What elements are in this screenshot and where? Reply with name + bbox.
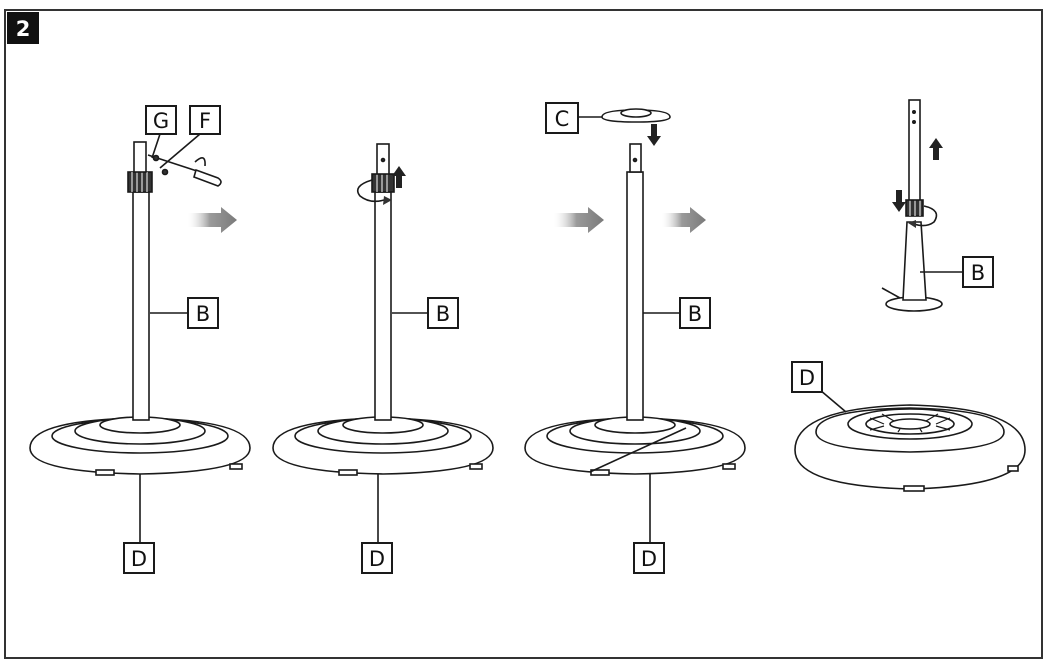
svg-text:B: B [971,261,985,285]
stand-2-leaders [377,312,428,543]
svg-text:B: B [436,302,450,326]
label-f: F [189,105,221,135]
svg-text:G: G [153,109,169,133]
svg-text:D: D [641,547,657,571]
label-d-3: D [633,542,665,574]
svg-text:D: D [799,366,815,390]
svg-text:D: D [131,547,147,571]
label-d-2: D [361,542,393,574]
label-g: G [145,105,177,135]
svg-text:B: B [196,302,210,326]
up-arrow-2 [392,166,406,188]
label-d-detail: D [791,361,823,393]
label-b-3: B [679,297,711,329]
step-arrow-1 [188,207,237,233]
label-c: C [545,102,579,134]
base-detail [794,404,1026,492]
step-badge: 2 [7,12,39,44]
down-arrow-detail [892,190,906,212]
base-detail-leader [819,389,847,413]
stand-3-pole [626,171,644,421]
figure-frame [4,9,1043,659]
up-arrow-detail [929,138,943,160]
stand-2 [272,143,494,476]
svg-text:F: F [199,109,211,133]
svg-text:D: D [369,547,385,571]
stand-1-pole [132,191,150,421]
down-arrow-3 [647,124,661,146]
stand-2-collar [371,173,395,193]
stand-2-pole [374,191,392,421]
step-number: 2 [16,17,31,41]
stand-1 [29,141,251,476]
label-b-1: B [187,297,219,329]
step-arrow-3 [662,207,706,233]
detail-pole-insert [881,99,943,312]
svg-text:B: B [688,302,702,326]
base-detail-ribs [869,413,951,433]
svg-text:C: C [555,107,570,131]
label-b-detail: B [962,256,994,288]
label-d-1: D [123,542,155,574]
step-arrow-2 [554,207,604,233]
stand-3-leaders [578,116,680,543]
stand-1-leaders [139,133,201,543]
stand-3 [524,108,746,476]
label-b-2: B [427,297,459,329]
